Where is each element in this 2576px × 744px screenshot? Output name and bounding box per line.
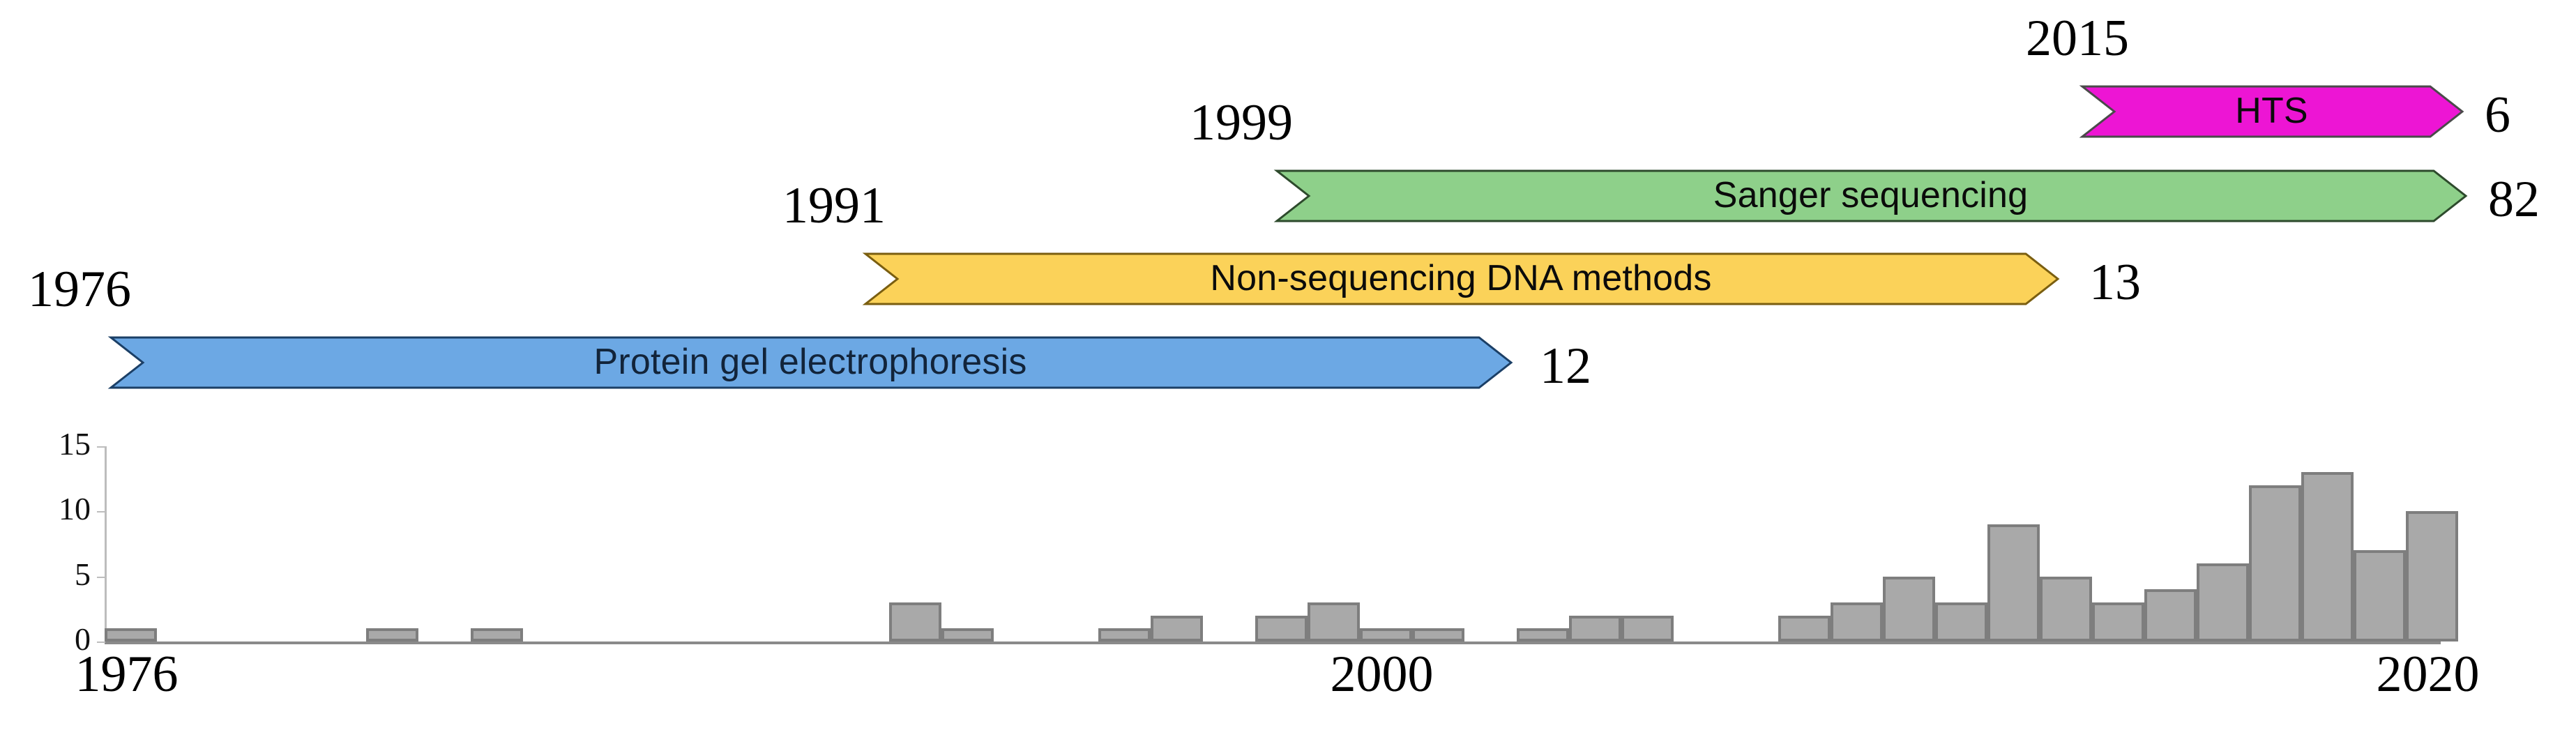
bar — [1412, 628, 1464, 641]
bar — [471, 628, 523, 641]
band-count-protein: 12 — [1540, 337, 1591, 395]
bar — [1360, 628, 1412, 641]
bar — [1883, 576, 1935, 641]
y-tick-15 — [97, 446, 105, 448]
bar — [1935, 602, 1987, 641]
bar — [2406, 511, 2458, 641]
bar — [1308, 602, 1360, 641]
band-arrow-shape-protein — [107, 336, 1513, 389]
x-axis-label-2000: 2000 — [1330, 646, 1434, 703]
bar — [2197, 563, 2249, 641]
bar — [2354, 550, 2406, 641]
bar — [1831, 602, 1883, 641]
band-count-sanger: 82 — [2488, 171, 2540, 228]
publication-histogram: 0 5 10 15 1976 2000 2020 — [0, 428, 2576, 744]
bar — [1987, 524, 2040, 641]
bar-series — [0, 432, 2576, 641]
bar — [1621, 615, 1674, 641]
band-arrow-shape-hts — [2079, 85, 2464, 138]
band-start-year-nonseq: 1991 — [782, 177, 886, 234]
y-tick-10 — [97, 511, 105, 513]
y-tick-label-10: 10 — [59, 491, 91, 527]
timeline-band-sanger[interactable]: Sanger sequencing — [1273, 169, 2468, 222]
y-tick-5 — [97, 576, 105, 578]
y-tick-label-5: 5 — [75, 556, 91, 592]
x-axis-line — [105, 641, 2441, 644]
band-count-nonseq: 13 — [2089, 254, 2141, 311]
bar — [1255, 615, 1308, 641]
band-start-year-sanger: 1999 — [1190, 94, 1293, 151]
timeline-band-nonseq[interactable]: Non-sequencing DNA methods — [862, 252, 2060, 305]
y-tick-label-0: 0 — [75, 621, 91, 657]
bar — [889, 602, 941, 641]
timeline-band-hts[interactable]: HTS — [2079, 85, 2464, 138]
y-tick-0 — [97, 641, 105, 643]
bar — [105, 628, 157, 641]
band-count-hts: 6 — [2485, 86, 2510, 144]
bar — [2092, 602, 2144, 641]
bar — [2144, 589, 2197, 641]
bar — [1778, 615, 1831, 641]
band-start-year-hts: 2015 — [2026, 10, 2129, 67]
x-axis-label-2020: 2020 — [2376, 646, 2480, 703]
bar — [941, 628, 994, 641]
timeline-band-protein[interactable]: Protein gel electrophoresis — [107, 336, 1513, 389]
bar — [1569, 615, 1621, 641]
y-axis-line — [105, 446, 107, 641]
bar — [2301, 472, 2354, 641]
x-axis-label-1976: 1976 — [75, 646, 179, 703]
bar — [366, 628, 418, 641]
bar — [1517, 628, 1569, 641]
bar — [1151, 615, 1203, 641]
bar — [2040, 576, 2092, 641]
bar — [2249, 485, 2301, 641]
band-arrow-shape-nonseq — [862, 252, 2060, 305]
bar — [1098, 628, 1151, 641]
band-start-year-protein: 1976 — [28, 261, 131, 318]
y-tick-label-15: 15 — [59, 426, 91, 462]
band-arrow-shape-sanger — [1273, 169, 2468, 222]
